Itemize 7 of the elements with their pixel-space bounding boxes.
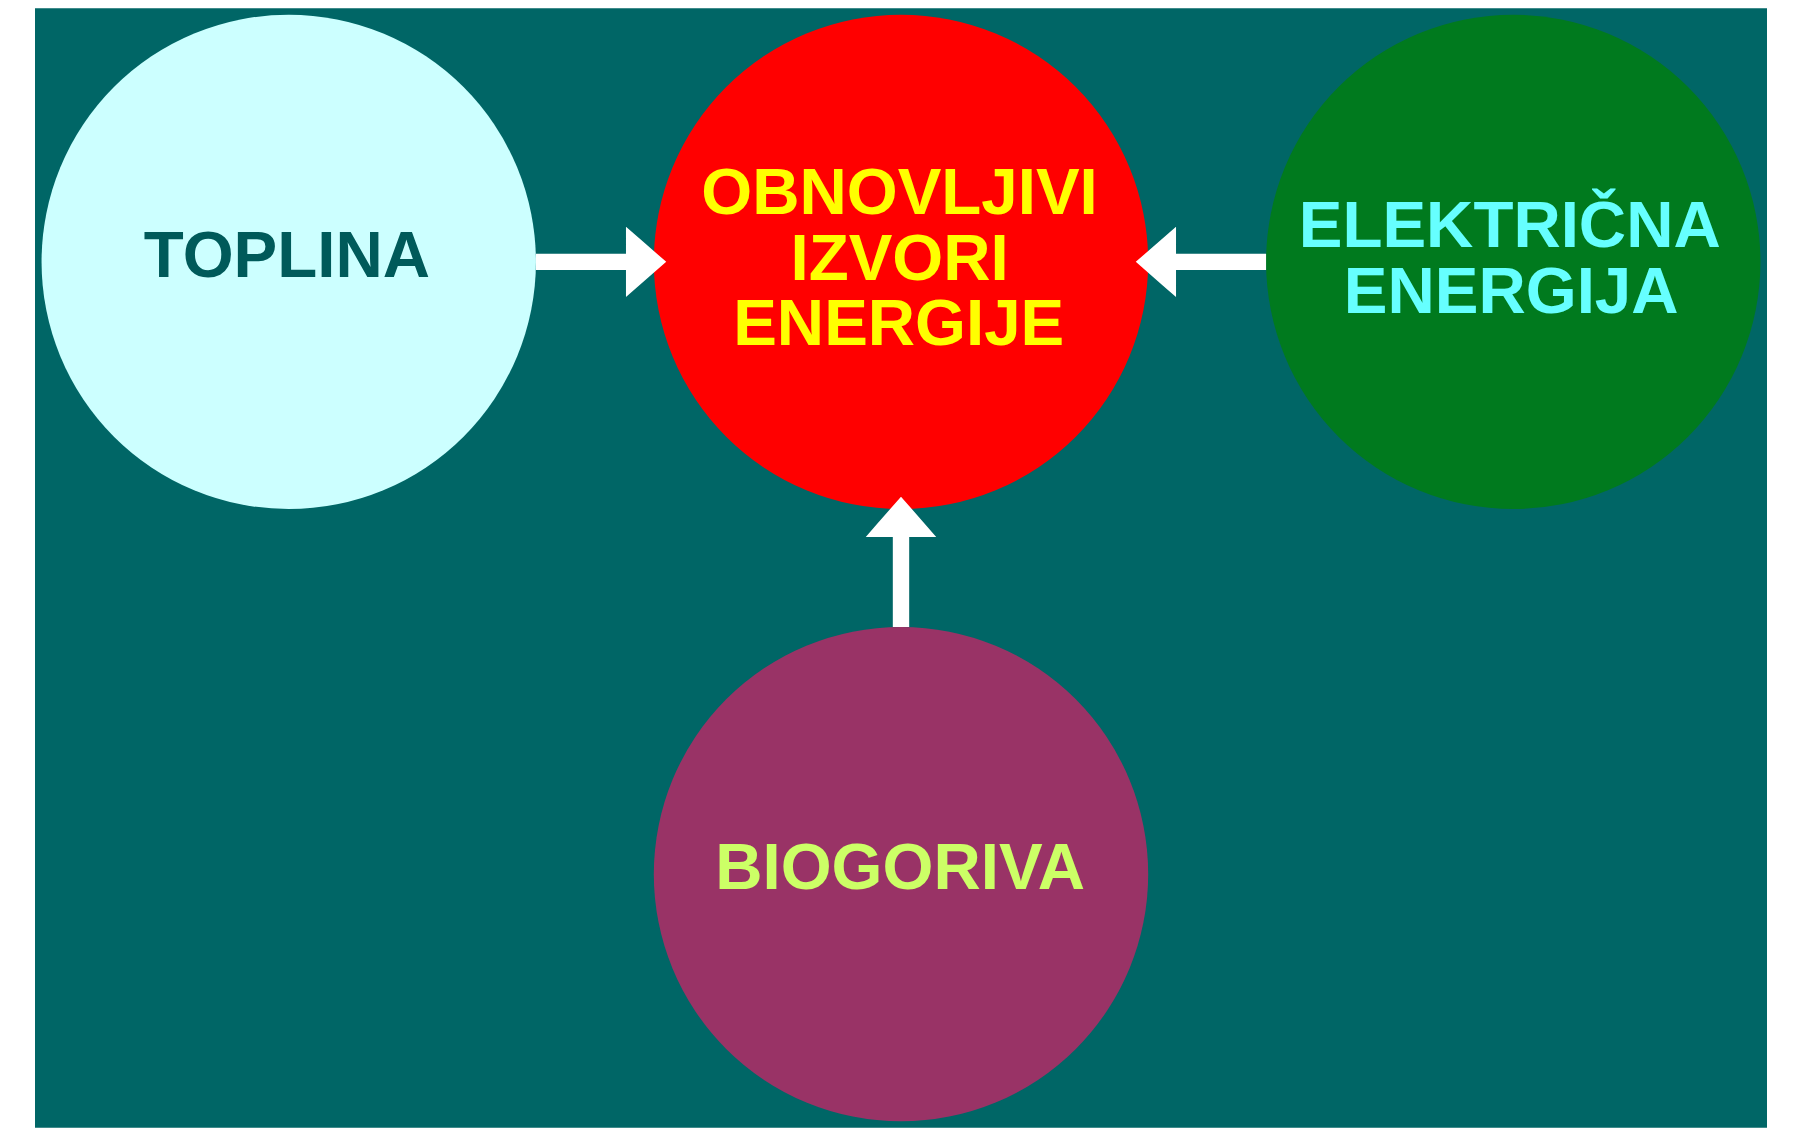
- node-circle: TOPLINA: [41, 14, 536, 510]
- node-circle: OBNOVLJIVI IZVORI ENERGIJE: [653, 14, 1148, 510]
- arrow: [1135, 226, 1266, 298]
- arrow: [535, 226, 666, 298]
- arrow: [865, 496, 936, 627]
- node-circle: ELEKTRIČNA ENERGIJA: [1265, 14, 1760, 510]
- node-circle: BIOGORIVA: [653, 626, 1148, 1122]
